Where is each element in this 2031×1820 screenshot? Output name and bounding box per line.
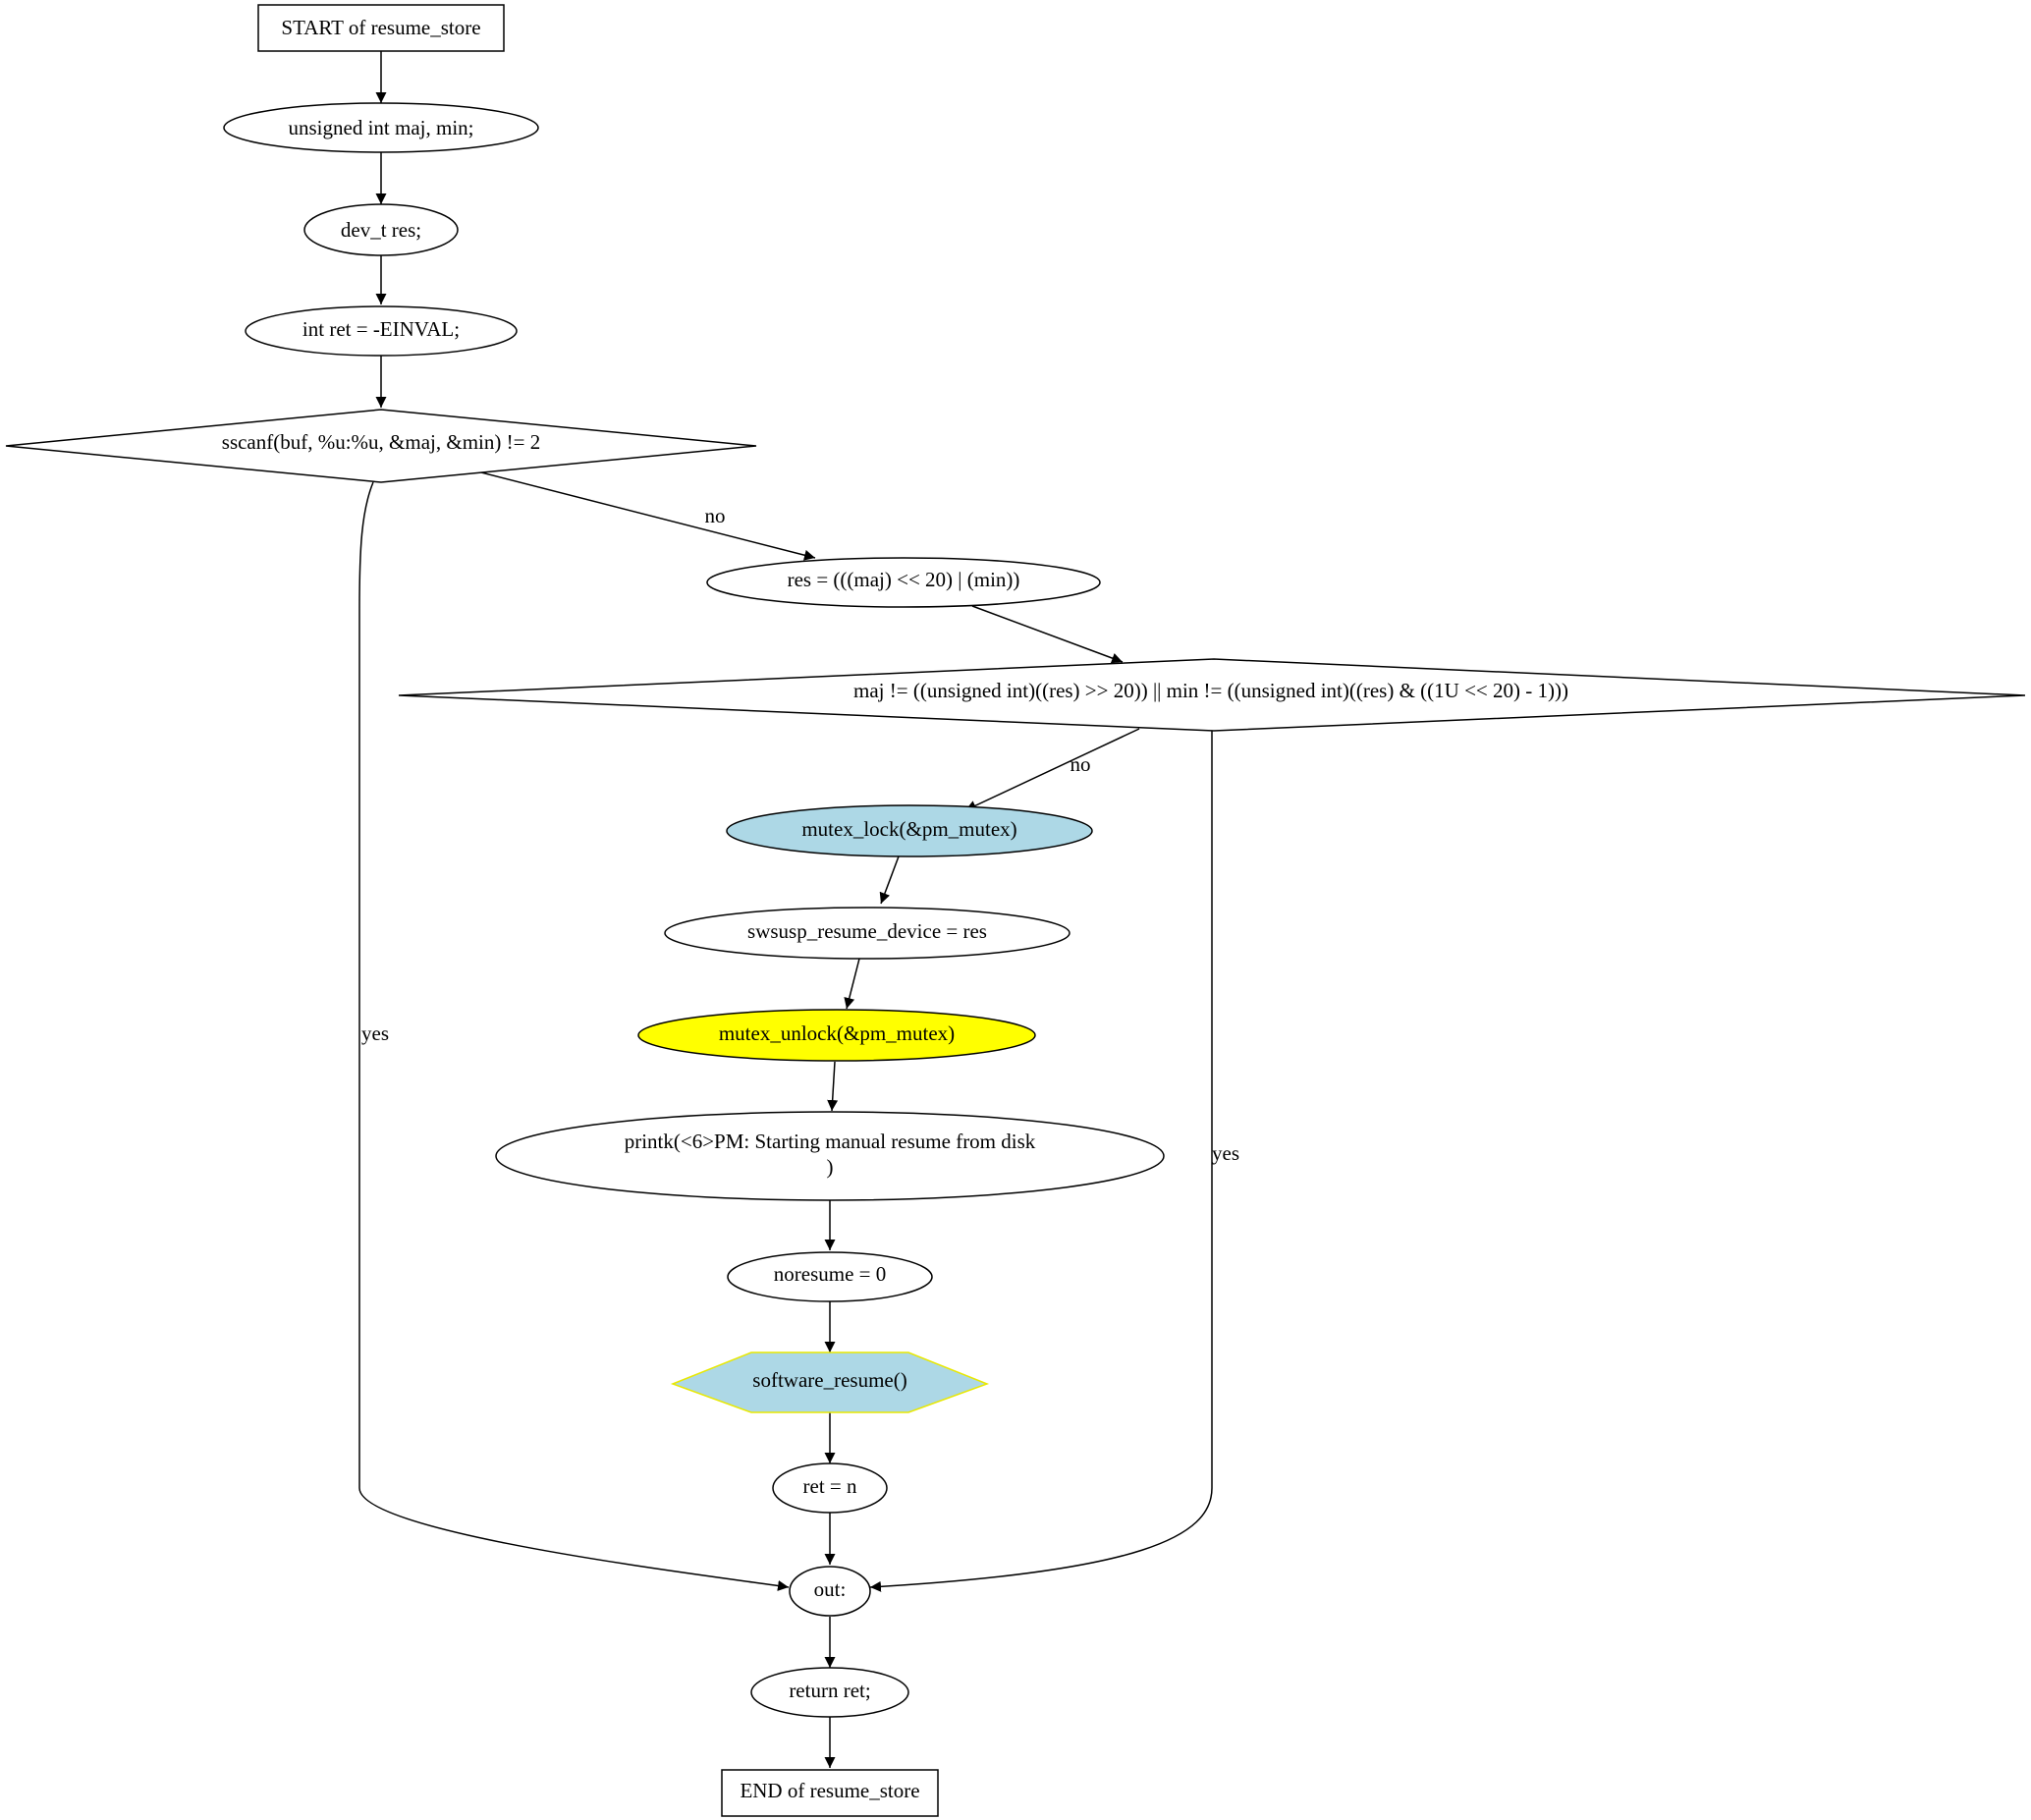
edge-label-sscanf-no: no xyxy=(705,504,726,527)
mutex-unlock-node: mutex_unlock(&pm_mutex) xyxy=(637,1009,1036,1062)
edge-assign-to-check xyxy=(971,605,1124,664)
edge-label-check-yes: yes xyxy=(1212,1141,1239,1165)
software-resume-label: software_resume() xyxy=(752,1368,906,1392)
mutex-unlock-label: mutex_unlock(&pm_mutex) xyxy=(719,1021,955,1045)
decl-res-label: dev_t res; xyxy=(341,218,421,242)
cond-check-node: maj != ((unsigned int)((res) >> 20)) || … xyxy=(398,658,2026,732)
assign-device-label: swsusp_resume_device = res xyxy=(747,919,987,943)
assign-device-node: swsusp_resume_device = res xyxy=(664,907,1070,960)
decl-maj-min-label: unsigned int maj, min; xyxy=(289,116,474,139)
decl-maj-min-node: unsigned int maj, min; xyxy=(223,102,539,153)
start-node: START of resume_store xyxy=(257,4,505,52)
start-label: START of resume_store xyxy=(281,16,480,39)
ret-n-label: ret = n xyxy=(803,1474,857,1498)
edge-label-sscanf-yes: yes xyxy=(361,1021,389,1045)
decl-ret-node: int ret = -EINVAL; xyxy=(245,305,518,357)
cond-sscanf-label: sscanf(buf, %u:%u, &maj, &min) != 2 xyxy=(222,430,540,454)
decl-ret-label: int ret = -EINVAL; xyxy=(302,317,460,341)
assign-res-label: res = (((maj) << 20) | (min)) xyxy=(788,568,1020,591)
assign-res-node: res = (((maj) << 20) | (min)) xyxy=(706,557,1101,608)
edge-device-to-unlock xyxy=(844,958,860,1010)
edges xyxy=(358,51,1213,1768)
return-ret-node: return ret; xyxy=(750,1667,909,1718)
decl-res-node: dev_t res; xyxy=(303,203,459,256)
cond-check-label: maj != ((unsigned int)((res) >> 20)) || … xyxy=(853,679,1568,702)
ret-n-node: ret = n xyxy=(772,1462,888,1514)
edge-lock-to-device xyxy=(879,855,900,905)
mutex-lock-node: mutex_lock(&pm_mutex) xyxy=(726,804,1093,857)
out-label: out: xyxy=(814,1577,847,1601)
return-ret-label: return ret; xyxy=(789,1679,870,1702)
edge-labels: no yes no yes xyxy=(361,504,1239,1165)
edge-check-no xyxy=(964,728,1140,811)
printk-label-line2: ) xyxy=(827,1155,834,1179)
edge-unlock-to-printk xyxy=(827,1061,839,1112)
end-label: END of resume_store xyxy=(740,1779,919,1802)
edge-label-check-no: no xyxy=(1070,752,1091,776)
printk-label-line1: printk(<6>PM: Starting manual resume fro… xyxy=(625,1130,1036,1153)
edge-check-yes xyxy=(869,731,1213,1592)
mutex-lock-shape xyxy=(726,804,1093,857)
cond-sscanf-node: sscanf(buf, %u:%u, &maj, &min) != 2 xyxy=(5,409,757,483)
out-node: out: xyxy=(789,1566,871,1617)
noresume-node: noresume = 0 xyxy=(727,1251,933,1302)
software-resume-shape xyxy=(670,1351,990,1413)
printk-node: printk(<6>PM: Starting manual resume fro… xyxy=(495,1111,1165,1201)
software-resume-node: software_resume() xyxy=(670,1351,990,1413)
noresume-label: noresume = 0 xyxy=(774,1262,887,1286)
mutex-lock-label: mutex_lock(&pm_mutex) xyxy=(801,817,1016,841)
edge-sscanf-yes xyxy=(358,481,790,1591)
mutex-unlock-shape xyxy=(637,1009,1036,1062)
end-node: END of resume_store xyxy=(721,1769,939,1817)
edge-sscanf-no xyxy=(480,471,816,561)
